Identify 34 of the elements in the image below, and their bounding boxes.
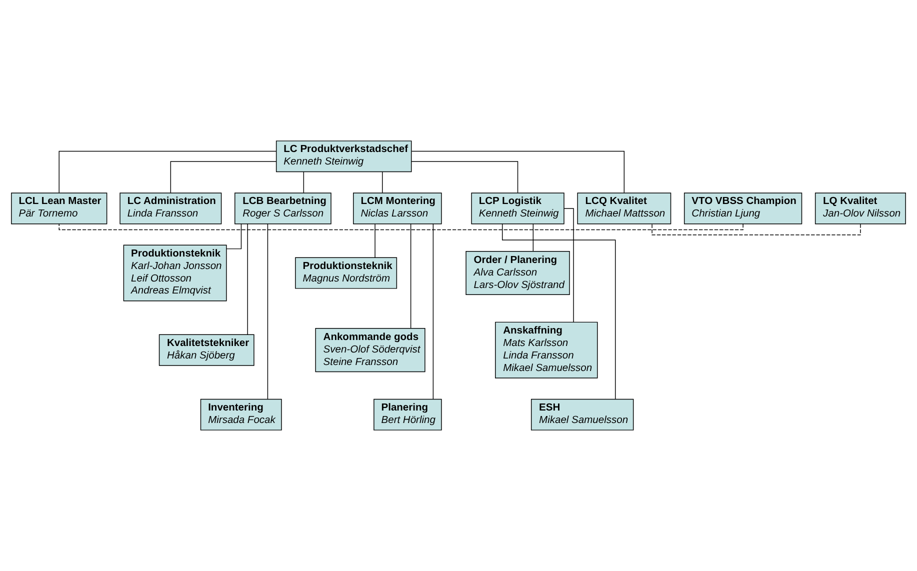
node-box: ESH Mikael Samuelsson xyxy=(530,398,634,430)
node-box: LQ Kvalitet Jan-Olov Nilsson xyxy=(814,192,906,224)
node-box: Inventering Mirsada Focak xyxy=(200,398,282,430)
connector xyxy=(267,224,268,400)
node-box: Produktionsteknik Karl-Johan Jonsson Leif Ottosson Andreas Elmqvist xyxy=(123,244,227,302)
node-box: Anskaffning Mats Karlsson Linda Fransson Mikael Samuelsson xyxy=(495,322,598,378)
node-box: VTO VBSS Champion Christian Ljung xyxy=(684,192,802,224)
connector xyxy=(411,161,518,194)
connector xyxy=(374,224,376,258)
connector xyxy=(532,224,534,252)
connector xyxy=(411,150,625,194)
node-box: LCB Bearbetning Roger S Carlsson xyxy=(234,192,332,224)
node-box: LCQ Kvalitet Michael Mattsson xyxy=(577,192,672,224)
node-box: LC Produktverkstadschef Kenneth Steinwig xyxy=(276,140,412,172)
connector xyxy=(564,208,574,322)
node-box: LC Administration Linda Fransson xyxy=(120,192,222,224)
connector xyxy=(303,172,304,194)
node-box: Kvalitetstekniker Håkan Sjöberg xyxy=(158,334,254,366)
connector xyxy=(226,224,242,250)
connector xyxy=(247,224,248,335)
connector xyxy=(410,224,412,329)
node-box: Order / Planering Alva Carlsson Lars-Olov Sjöstrand xyxy=(466,251,570,296)
connector xyxy=(58,224,744,230)
connector xyxy=(502,224,616,400)
connector xyxy=(58,150,276,194)
node-box: Planering Bert Hörling xyxy=(374,398,442,430)
node-box: LCM Montering Niclas Larsson xyxy=(353,192,442,224)
node-box: LCP Logistik Kenneth Steinwig xyxy=(471,192,564,224)
node-box: LCL Lean Master Pär Tornemo xyxy=(11,192,108,224)
node-box: Produktionsteknik Magnus Nordström xyxy=(295,257,398,289)
node-box: Ankommande gods Sven-Olof Söderqvist Steine Fransson xyxy=(315,328,426,372)
connector xyxy=(382,172,383,194)
connector xyxy=(432,224,434,400)
connector xyxy=(170,161,276,194)
